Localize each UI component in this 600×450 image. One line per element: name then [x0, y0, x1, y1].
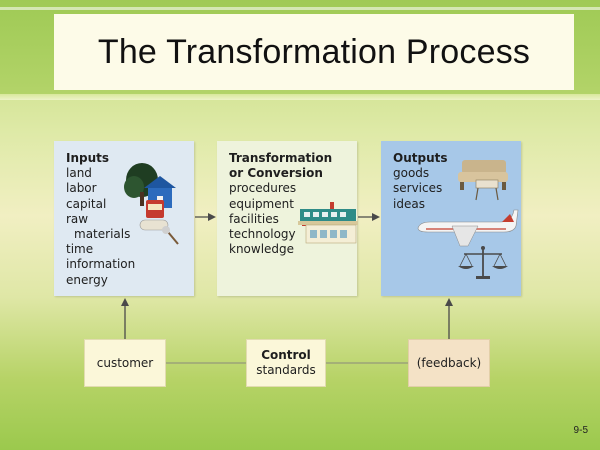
transformation-item-equipment: equipment — [229, 196, 294, 211]
control-title: Control — [261, 348, 311, 362]
control-standards: standards — [256, 363, 316, 377]
control-box: Control standards — [246, 339, 326, 387]
transformation-item-facilities: facilities — [229, 211, 279, 226]
inputs-item-labor: labor — [66, 181, 97, 196]
inputs-item-land: land — [66, 166, 92, 181]
outputs-item-services: services — [393, 181, 443, 196]
feedback-box: (feedback) — [408, 339, 490, 387]
transformation-heading-2: or Conversion — [229, 166, 323, 181]
inputs-heading: Inputs — [66, 151, 110, 165]
tree-house-paint-icon — [124, 163, 179, 245]
slide-title: The Transformation Process — [97, 32, 531, 71]
outputs-item-goods: goods — [393, 166, 430, 181]
header-stripe — [0, 7, 600, 10]
inputs-item-energy: energy — [66, 272, 108, 287]
transformation-item-procedures: procedures — [229, 181, 297, 196]
inputs-item-capital: capital — [66, 196, 107, 211]
inputs-panel: Inputs land labor capital raw materials … — [54, 141, 194, 296]
transformation-item-technology: technology — [229, 227, 296, 242]
airplane-icon — [417, 209, 519, 247]
customer-box: customer — [84, 339, 166, 387]
inputs-item-raw: raw — [66, 211, 89, 226]
transformation-heading-1: Transformation — [229, 151, 333, 165]
transformation-item-knowledge: knowledge — [229, 242, 295, 257]
outputs-heading: Outputs — [393, 151, 448, 165]
feedback-label: (feedback) — [416, 355, 482, 370]
balance-scale-icon — [458, 246, 508, 279]
inputs-item-time: time — [66, 242, 94, 257]
inputs-item-materials: materials — [74, 227, 131, 242]
customer-label: customer — [96, 355, 154, 370]
outputs-item-ideas: ideas — [393, 196, 425, 211]
title-box: The Transformation Process — [54, 14, 574, 90]
furniture-icon — [458, 160, 508, 201]
inputs-item-information: information — [66, 257, 136, 272]
page-number: 9-5 — [573, 425, 588, 436]
building-icon — [298, 202, 358, 244]
